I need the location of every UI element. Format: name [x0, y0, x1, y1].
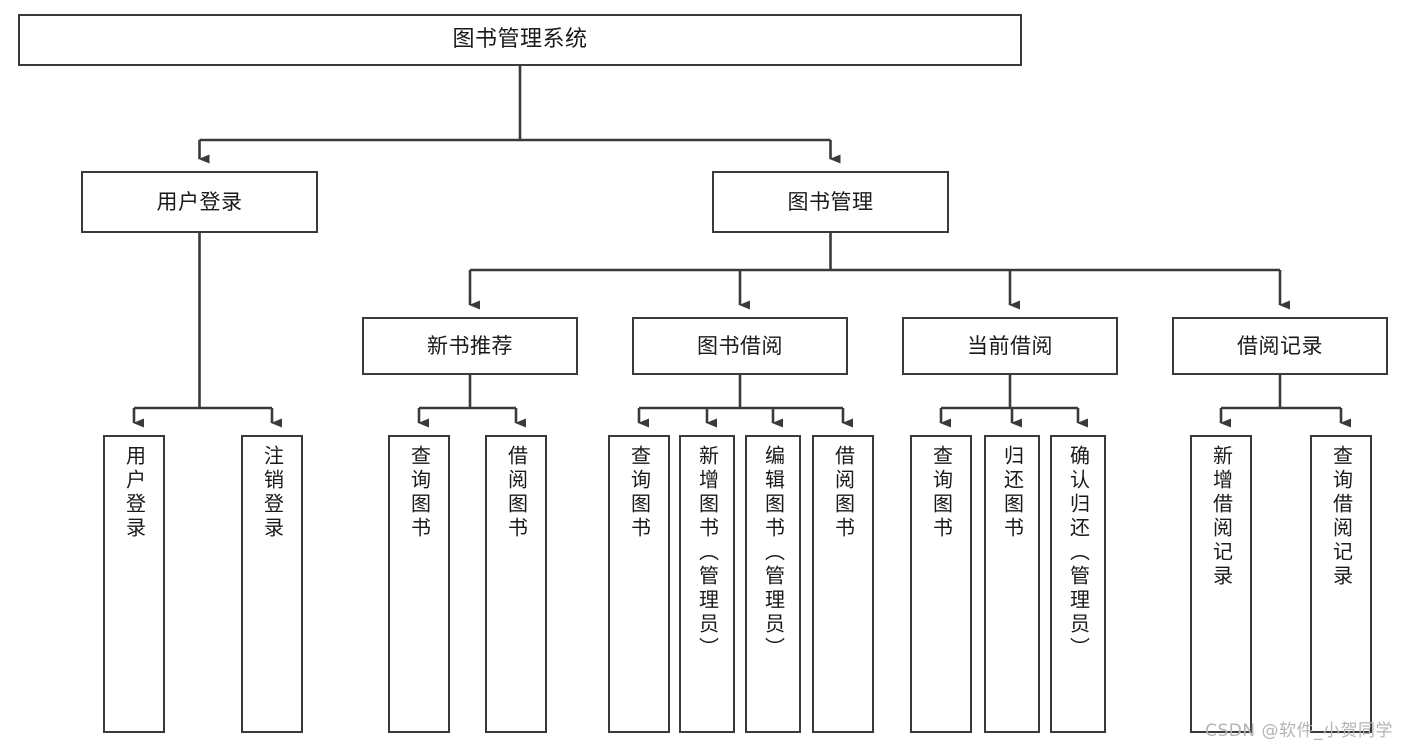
node-label: 查询图书 — [929, 445, 954, 541]
node-leaf-cb-return[interactable]: 归还图书 — [984, 435, 1040, 733]
node-leaf-bb-edit[interactable]: 编辑图书（管理员） — [745, 435, 801, 733]
node-borrow-record[interactable]: 借阅记录 — [1172, 317, 1388, 375]
node-book-borrow[interactable]: 图书借阅 — [632, 317, 848, 375]
node-label: 借阅图书 — [504, 445, 529, 541]
node-label: 查询图书 — [407, 445, 432, 541]
node-leaf-rec-borrow[interactable]: 借阅图书 — [485, 435, 547, 733]
node-label: 归还图书 — [1000, 445, 1025, 541]
node-leaf-br-query[interactable]: 查询借阅记录 — [1310, 435, 1372, 733]
node-leaf-bb-add[interactable]: 新增图书（管理员） — [679, 435, 735, 733]
node-book-manage[interactable]: 图书管理 — [712, 171, 949, 233]
node-label: 借阅图书 — [831, 445, 856, 541]
node-label: 新增借阅记录 — [1209, 445, 1234, 589]
node-label: 查询借阅记录 — [1329, 445, 1354, 589]
node-label: 当前借阅 — [967, 333, 1053, 358]
node-current-borrow[interactable]: 当前借阅 — [902, 317, 1118, 375]
watermark-label: CSDN @软件_小贺同学 — [1205, 721, 1393, 741]
node-leaf-user-login[interactable]: 用户登录 — [103, 435, 165, 733]
node-label: 图书管理 — [787, 189, 874, 214]
node-label: 新书推荐 — [427, 333, 513, 358]
node-label: 编辑图书（管理员） — [761, 445, 786, 661]
node-leaf-bb-query[interactable]: 查询图书 — [608, 435, 670, 733]
node-label: 图书管理系统 — [452, 27, 588, 53]
node-label: 查询图书 — [627, 445, 652, 541]
node-label: 图书借阅 — [697, 333, 783, 358]
node-new-book-rec[interactable]: 新书推荐 — [362, 317, 578, 375]
node-leaf-bb-borrow[interactable]: 借阅图书 — [812, 435, 874, 733]
node-leaf-rec-query[interactable]: 查询图书 — [388, 435, 450, 733]
node-leaf-cb-query[interactable]: 查询图书 — [910, 435, 972, 733]
node-user-login[interactable]: 用户登录 — [81, 171, 318, 233]
node-label: 借阅记录 — [1237, 333, 1323, 358]
node-label: 用户登录 — [122, 445, 147, 541]
node-leaf-user-logout[interactable]: 注销登录 — [241, 435, 303, 733]
node-label: 注销登录 — [260, 445, 285, 541]
node-label: 用户登录 — [156, 189, 243, 214]
node-root[interactable]: 图书管理系统 — [18, 14, 1022, 66]
node-leaf-cb-confirm[interactable]: 确认归还（管理员） — [1050, 435, 1106, 733]
node-leaf-br-add[interactable]: 新增借阅记录 — [1190, 435, 1252, 733]
node-label: 确认归还（管理员） — [1066, 445, 1091, 661]
node-label: 新增图书（管理员） — [695, 445, 720, 661]
